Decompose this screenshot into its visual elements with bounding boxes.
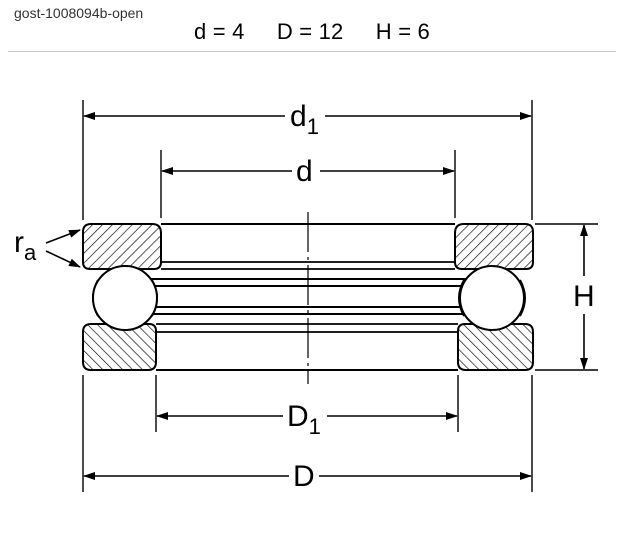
drawing-name: gost-1008094b-open bbox=[14, 5, 144, 21]
extension-lines bbox=[82, 100, 598, 492]
leader-ra-top bbox=[45, 229, 81, 244]
housing-washer bbox=[82, 323, 534, 371]
ball-left bbox=[92, 265, 158, 331]
shaft-washer bbox=[82, 223, 534, 270]
housing-washer-right-section bbox=[457, 323, 534, 371]
shaft-washer-right-section bbox=[454, 223, 534, 270]
label-masks bbox=[283, 100, 600, 492]
label-D: D bbox=[293, 460, 315, 493]
label-d: d bbox=[296, 155, 313, 188]
dimensions-summary: d = 4 D = 12 H = 6 bbox=[0, 19, 624, 45]
dim-d: d = 4 bbox=[193, 19, 245, 44]
ball-right bbox=[459, 265, 525, 331]
housing-washer-left-section bbox=[82, 323, 157, 371]
leader-ra-bottom bbox=[45, 250, 81, 268]
label-d1: d1 bbox=[290, 100, 319, 139]
label-D1: D1 bbox=[287, 400, 321, 439]
dim-D: D = 12 bbox=[276, 19, 344, 44]
dim-H: H = 6 bbox=[375, 19, 430, 44]
label-H: H bbox=[573, 280, 595, 313]
label-ra: ra bbox=[14, 226, 37, 265]
shaft-washer-left-section bbox=[82, 223, 162, 270]
header-divider bbox=[8, 51, 616, 52]
